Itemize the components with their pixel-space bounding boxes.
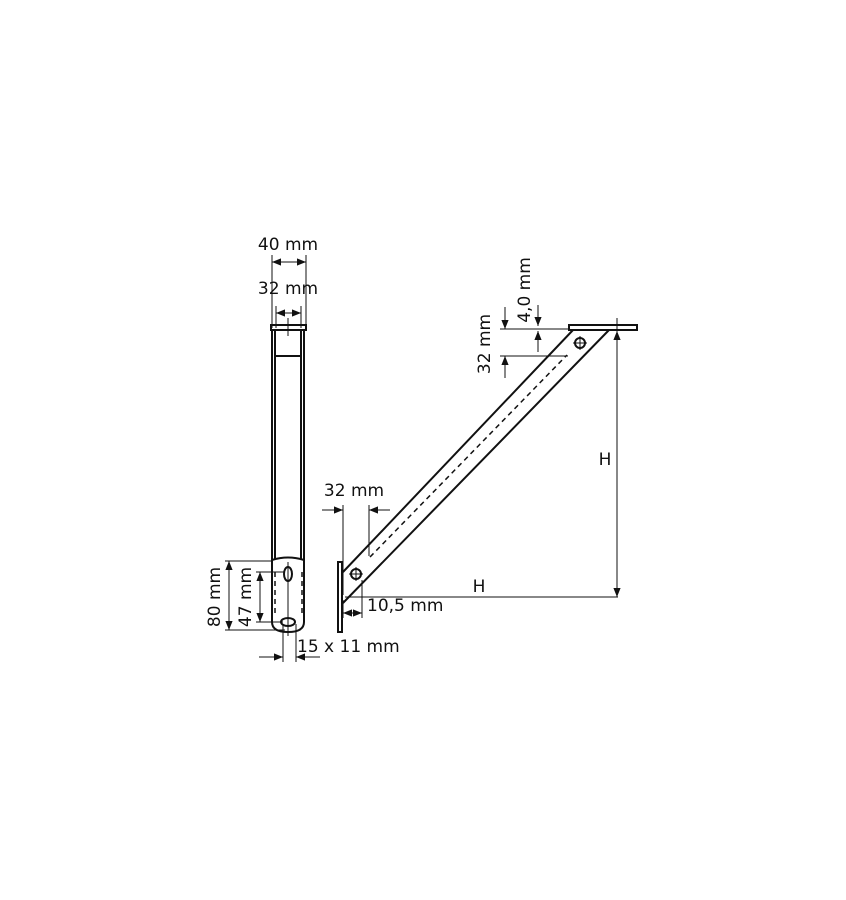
label-h-vertical: H [599, 450, 612, 470]
label-h-horizontal: H [473, 577, 486, 597]
label-slot-spacing: 47 mm [236, 567, 256, 627]
label-plate-width: 40 mm [258, 235, 318, 255]
wall-plate [337, 561, 343, 633]
bar-sides [271, 330, 305, 560]
strut-top-edge [342, 329, 574, 573]
strut-bottom-edge [342, 329, 610, 604]
hidden-lines [274, 572, 303, 615]
label-slot-size: 15 x 11 mm [297, 637, 400, 657]
label-hole-offset: 10,5 mm [367, 596, 443, 616]
slot-row [369, 354, 568, 558]
label-foot-height: 80 mm [205, 567, 225, 627]
foot [271, 556, 305, 634]
front-view: 40 mm 32 mm 80 mm 47 mm 15 x 11 mm [205, 235, 400, 662]
top-plate-side [568, 324, 638, 331]
label-top-offset: 32 mm [475, 314, 495, 374]
label-base-offset: 32 mm [324, 481, 384, 501]
side-view: 32 mm 10,5 mm H H 4,0 mm 32 mm [322, 257, 638, 633]
label-plate-thickness: 4,0 mm [515, 257, 535, 323]
label-bar-width: 32 mm [258, 279, 318, 299]
